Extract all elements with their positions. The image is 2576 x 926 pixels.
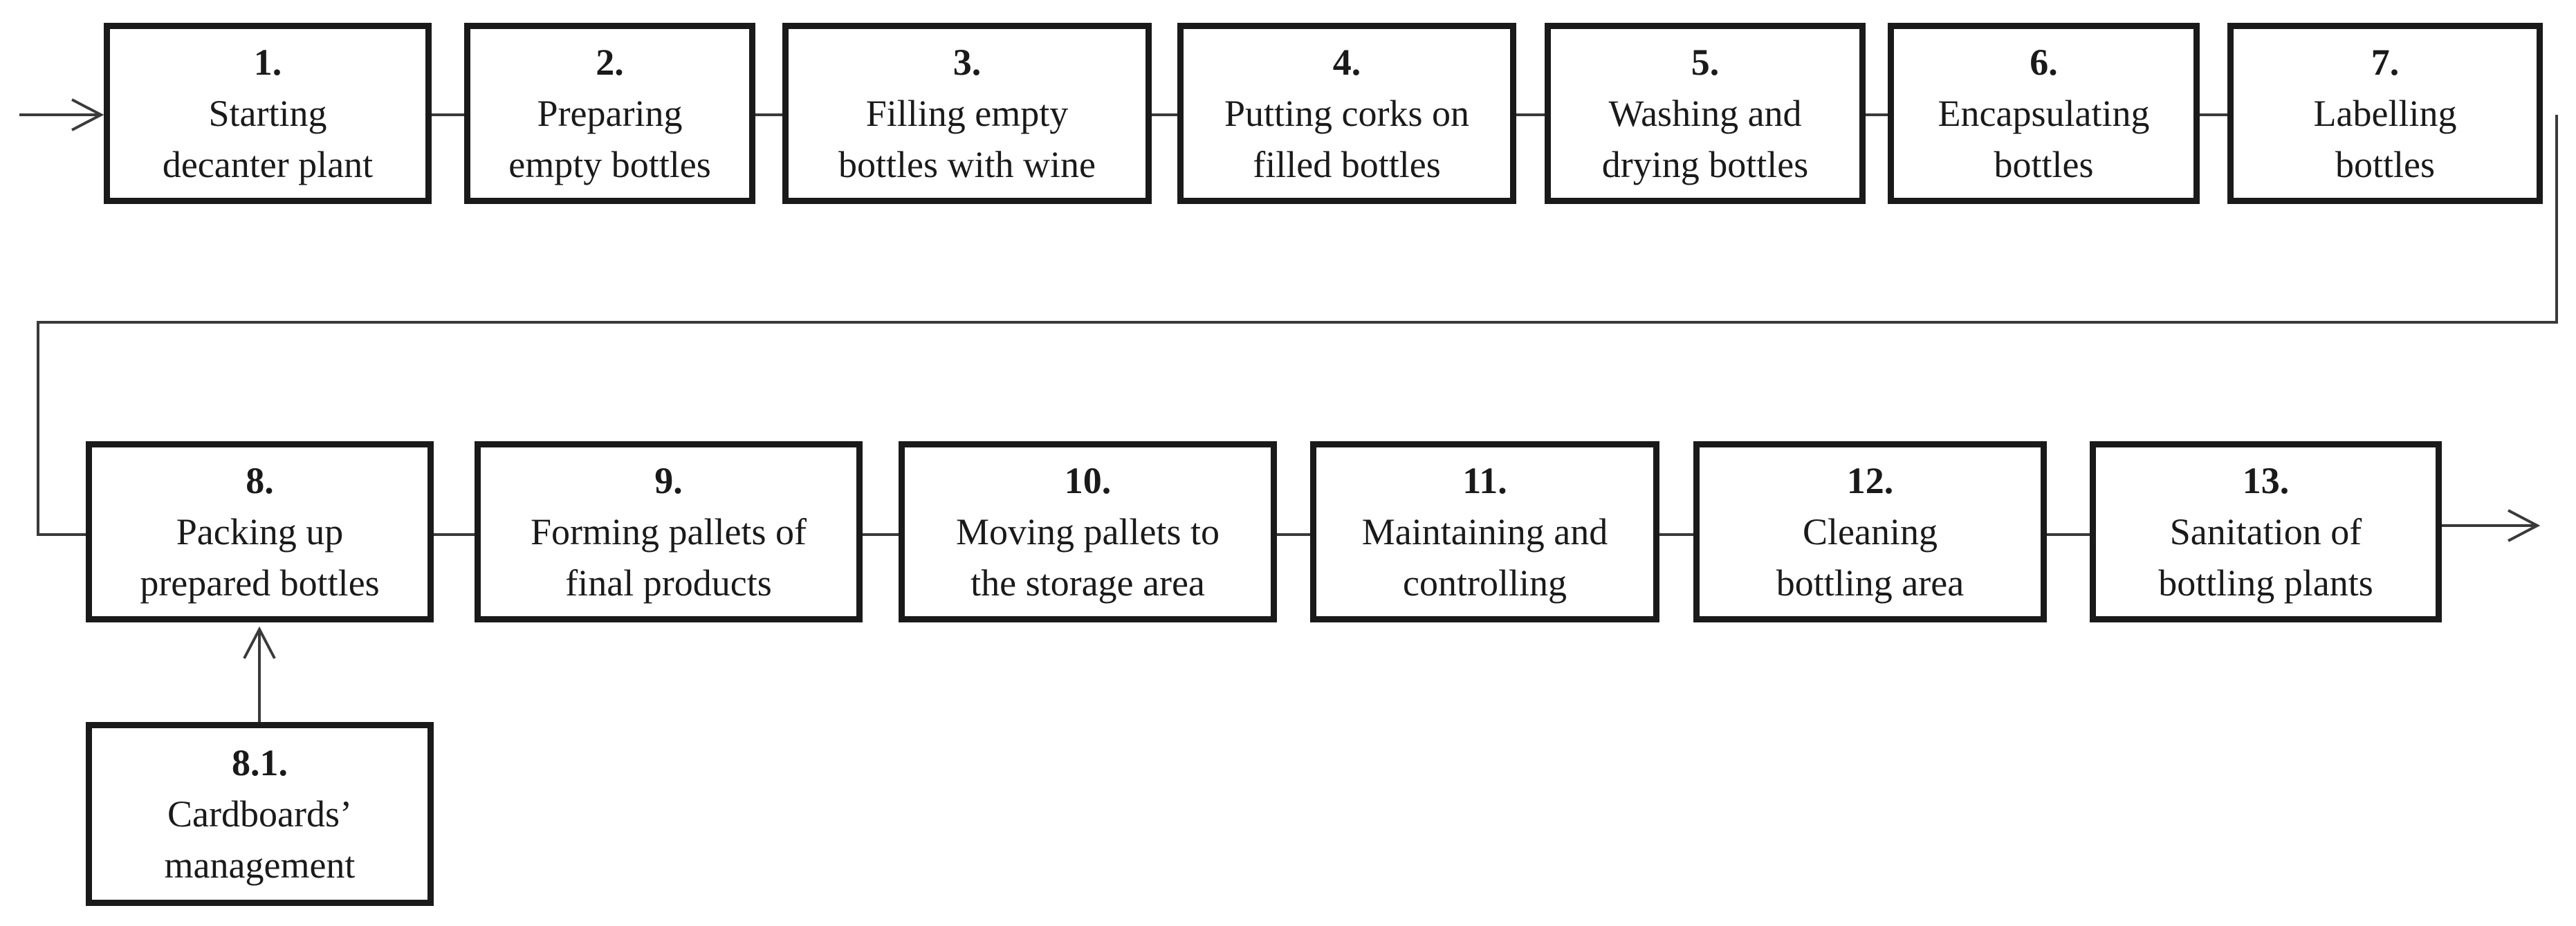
step-5-label-line1: Washing and bbox=[1608, 93, 1802, 134]
step-13-label-line1: Sanitation of bbox=[2169, 511, 2362, 553]
step-10-label-line1: Moving pallets to bbox=[956, 511, 1220, 553]
step-4-label-line2: filled bottles bbox=[1253, 144, 1441, 185]
step-9-label-line1: Forming pallets of bbox=[531, 511, 807, 553]
step-1-number: 1. bbox=[253, 41, 282, 83]
exit-arrowhead bbox=[2508, 509, 2541, 542]
step-1-label-line1: Starting bbox=[208, 93, 327, 134]
step-8-label-line2: prepared bottles bbox=[140, 562, 380, 604]
step-6-number: 6. bbox=[2030, 41, 2058, 83]
step-12-box: 12. Cleaning bottling area bbox=[1693, 441, 2047, 622]
step-8-number: 8. bbox=[246, 460, 274, 501]
step-3-number: 3. bbox=[953, 41, 982, 83]
step-8-label-line1: Packing up bbox=[176, 511, 344, 553]
step-11-label-line2: controlling bbox=[1403, 562, 1567, 604]
step-10-number: 10. bbox=[1064, 460, 1112, 501]
step-8-1-box: 8.1. Cardboards’ management bbox=[86, 722, 434, 906]
step-11-box: 11. Maintaining and controlling bbox=[1310, 441, 1659, 622]
step-3-box: 3. Filling empty bottles with wine bbox=[782, 23, 1152, 204]
step-7-label-line2: bottles bbox=[2335, 144, 2435, 185]
step-5-number: 5. bbox=[1691, 41, 1720, 83]
step-7-box: 7. Labelling bottles bbox=[2227, 23, 2543, 204]
step-13-label-line2: bottling plants bbox=[2158, 562, 2373, 604]
step-9-label-line2: final products bbox=[565, 562, 772, 604]
step-6-box: 6. Encapsulating bottles bbox=[1888, 23, 2200, 204]
step-3-label-line1: Filling empty bbox=[865, 93, 1069, 134]
step-2-number: 2. bbox=[596, 41, 624, 83]
step-12-label-line2: bottling area bbox=[1776, 562, 1965, 604]
step-2-box: 2. Preparing empty bottles bbox=[464, 23, 755, 204]
step-7-label-line1: Labelling bbox=[2313, 93, 2457, 134]
step-8-box: 8. Packing up prepared bottles bbox=[86, 441, 434, 622]
step-3-label-line2: bottles with wine bbox=[838, 144, 1096, 185]
entry-arrowhead bbox=[71, 98, 104, 131]
step-8-1-label-line2: management bbox=[164, 844, 356, 886]
step-8-1-number: 8.1. bbox=[232, 742, 288, 784]
step-4-label-line1: Putting corks on bbox=[1224, 93, 1469, 134]
step-6-label-line1: Encapsulating bbox=[1938, 93, 2150, 134]
step-11-number: 11. bbox=[1462, 460, 1507, 501]
step-2-label-line1: Preparing bbox=[537, 93, 683, 134]
step-4-box: 4. Putting corks on filled bottles bbox=[1177, 23, 1516, 204]
step-11-label-line1: Maintaining and bbox=[1361, 511, 1608, 553]
step-12-number: 12. bbox=[1846, 460, 1894, 501]
step-10-box: 10. Moving pallets to the storage area bbox=[899, 441, 1277, 622]
step-9-number: 9. bbox=[654, 460, 683, 501]
step-10-label-line2: the storage area bbox=[970, 562, 1205, 604]
step-12-label-line1: Cleaning bbox=[1803, 511, 1938, 553]
step-13-box: 13. Sanitation of bottling plants bbox=[2090, 441, 2442, 622]
connector-7-8-wrap bbox=[37, 115, 2558, 536]
step-4-number: 4. bbox=[1332, 41, 1361, 83]
step-13-number: 13. bbox=[2242, 460, 2290, 501]
step-5-label-line2: drying bottles bbox=[1601, 144, 1809, 185]
step-2-label-line2: empty bottles bbox=[508, 144, 711, 185]
step-7-number: 7. bbox=[2371, 41, 2400, 83]
step-6-label-line2: bottles bbox=[1994, 144, 2094, 185]
step-1-label-line2: decanter plant bbox=[162, 144, 374, 185]
connector-8-1-arrowhead bbox=[243, 626, 276, 659]
step-5-box: 5. Washing and drying bottles bbox=[1545, 23, 1866, 204]
step-9-box: 9. Forming pallets of final products bbox=[475, 441, 863, 622]
step-8-1-label-line1: Cardboards’ bbox=[167, 793, 352, 835]
step-1-box: 1. Starting decanter plant bbox=[104, 23, 432, 204]
